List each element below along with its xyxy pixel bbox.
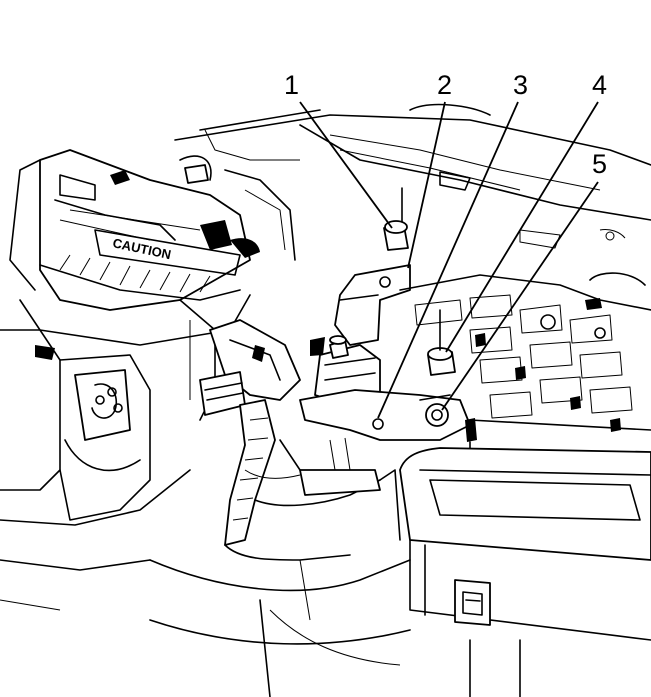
callout-labels: 1 2 3 4 5 — [284, 70, 607, 179]
callout-2: 2 — [437, 70, 452, 100]
intake-cover-left: CAUTION — [0, 149, 260, 526]
callout-5: 5 — [592, 149, 607, 179]
engine-background — [174, 103, 651, 286]
callout-3: 3 — [513, 70, 528, 100]
battery-cable-bracket — [299, 187, 477, 466]
wiring-harness — [199, 319, 381, 561]
leader-1 — [299, 101, 393, 229]
callout-leaders — [299, 101, 599, 419]
underhood-fuse-block — [399, 274, 651, 697]
callout-1: 1 — [284, 70, 299, 100]
leader-2 — [407, 101, 446, 269]
lower-structure — [0, 469, 411, 697]
callout-4: 4 — [592, 70, 607, 100]
leader-3 — [377, 101, 519, 419]
leader-5 — [441, 181, 599, 411]
leader-4 — [445, 101, 599, 353]
